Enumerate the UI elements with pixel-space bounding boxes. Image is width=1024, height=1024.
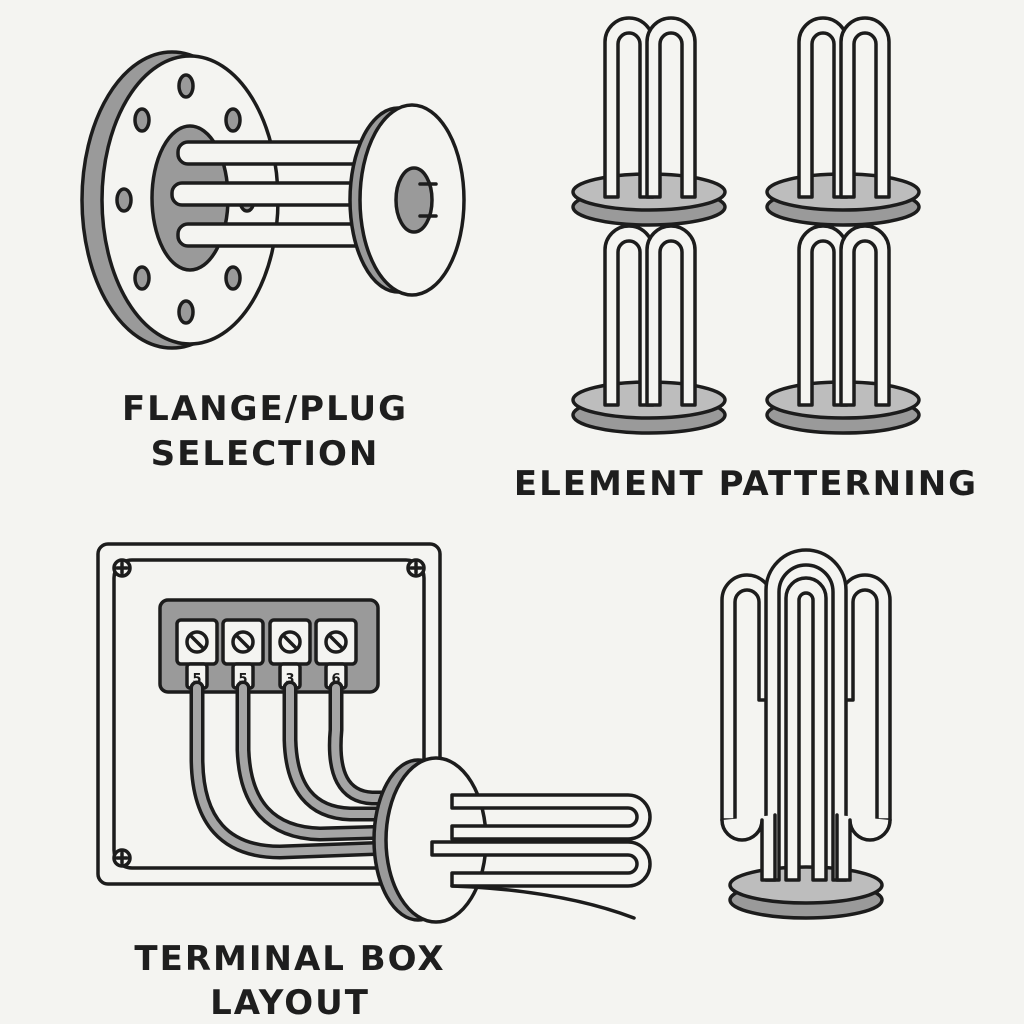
terminal-label-4: 6 [331,672,340,687]
flange-plug-caption-line-2: SELECTION [151,434,380,474]
terminal-box-caption-line-1: TERMINAL BOX [134,939,445,979]
terminal-box-caption: TERMINAL BOX LAYOUT [134,939,445,1023]
element-unit-3 [573,226,725,433]
element-unit-4 [767,226,919,433]
terminal-label-3: 3 [285,672,294,687]
horizontal-element [430,793,652,920]
terminal-label-1: 5 [192,672,201,687]
bolt-holes [115,73,256,325]
element-patterning-illustration [573,18,919,433]
flange-plug-caption: FLANGE/PLUG SELECTION [122,389,408,474]
terminal-label-2: 5 [238,672,247,687]
element-patterning-caption: ELEMENT PATTERNING [514,464,978,504]
tall-element-illustration [720,548,892,920]
element-unit-2 [767,18,919,225]
enclosure-screws [112,558,426,868]
element-unit-1 [573,18,725,225]
terminal-box-illustration: 5 5 3 6 [96,542,652,924]
heating-rods [170,140,380,248]
flange-plug-caption-line-1: FLANGE/PLUG [122,389,408,429]
flange-plug-illustration [80,50,466,350]
terminal-wires [189,680,404,860]
terminal-box-caption-line-2: LAYOUT [210,983,370,1023]
plug-head [348,103,466,297]
